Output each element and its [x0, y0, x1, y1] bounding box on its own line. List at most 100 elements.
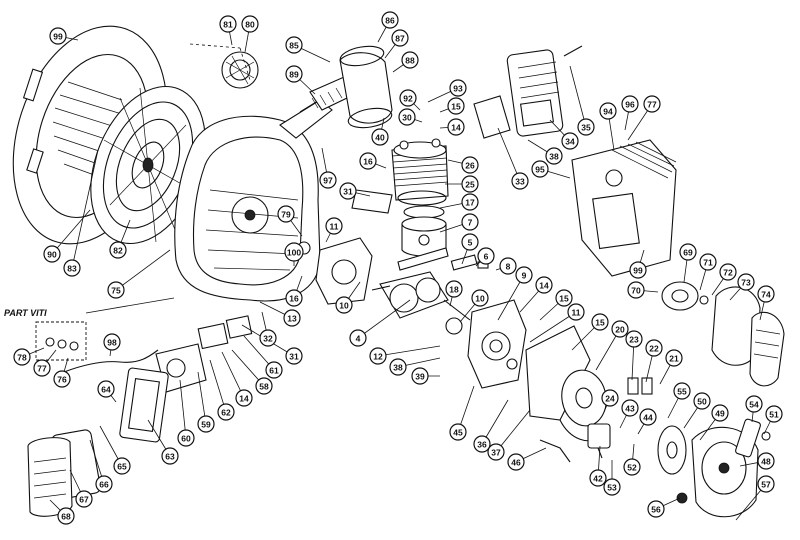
- leader-line: [497, 274, 525, 321]
- leader-line: [497, 127, 521, 182]
- callout-circle: [623, 458, 641, 476]
- callout-circle: [177, 429, 195, 447]
- leader-line: [529, 311, 577, 343]
- part-callout-98: 98: [103, 333, 121, 351]
- callout-circle: [599, 102, 617, 120]
- callout-circle: [591, 313, 609, 331]
- callout-number: 56: [651, 505, 661, 515]
- crankcase-right-part: [467, 299, 527, 389]
- ignition-coil-part: [587, 423, 611, 459]
- screw-kit-group: PART VITI: [4, 297, 175, 361]
- callout-circle: [499, 257, 517, 275]
- callout-number: 4: [356, 334, 361, 344]
- callout-number: 65: [117, 462, 127, 472]
- callout-circle: [285, 36, 303, 54]
- starter-cover-part: [711, 286, 785, 387]
- callout-circle: [13, 348, 31, 366]
- part-callout-13: 13: [283, 309, 301, 327]
- callout-number: 31: [343, 187, 353, 197]
- callout-number: 67: [79, 495, 89, 505]
- callout-circle: [399, 89, 417, 107]
- callout-circle: [235, 389, 253, 407]
- muffler-part: [506, 49, 564, 137]
- leader-line: [115, 249, 171, 291]
- part-callout-51: 51: [765, 405, 783, 423]
- part-callout-34: 34: [561, 132, 579, 150]
- air-filter-cover-part: [27, 437, 73, 517]
- callout-circle: [679, 243, 697, 261]
- callout-circle: [611, 320, 629, 338]
- callout-circle: [461, 175, 479, 193]
- callout-circle: [673, 382, 691, 400]
- callout-number: 15: [451, 102, 461, 112]
- leader-line: [197, 371, 207, 425]
- part-callout-48: 48: [757, 452, 775, 470]
- callout-number: 11: [572, 308, 581, 318]
- part-callout-30: 30: [398, 108, 416, 126]
- callout-circle: [241, 15, 259, 33]
- part-callout-88: 88: [401, 51, 419, 69]
- engine-shroud-part: [571, 139, 677, 277]
- callout-circle: [639, 408, 657, 426]
- callout-number: 81: [223, 20, 233, 30]
- callout-number: 44: [643, 413, 653, 423]
- part-callout-10: 10: [471, 289, 489, 307]
- callout-number: 64: [101, 385, 111, 395]
- kit-label: PART VITI: [4, 308, 47, 318]
- callout-number: 18: [449, 285, 459, 295]
- part-callout-76: 76: [53, 370, 71, 388]
- part-callout-23: 23: [625, 330, 643, 348]
- part-callout-18: 18: [445, 280, 463, 298]
- callout-number: 24: [605, 394, 615, 404]
- callout-number: 99: [53, 32, 63, 42]
- fuel-line-part: [63, 349, 159, 373]
- part-callout-14: 14: [447, 118, 465, 136]
- callout-number: 32: [263, 334, 273, 344]
- callout-number: 40: [375, 133, 385, 143]
- part-callout-21: 21: [665, 349, 683, 367]
- callout-circle: [665, 349, 683, 367]
- callout-circle: [255, 377, 273, 395]
- part-callout-89: 89: [285, 65, 303, 83]
- callout-circle: [371, 128, 389, 146]
- callout-number: 15: [559, 294, 569, 304]
- callout-number: 60: [181, 434, 191, 444]
- impeller-part: [221, 51, 259, 89]
- callout-circle: [107, 281, 125, 299]
- part-callout-52: 52: [623, 458, 641, 476]
- part-callout-50: 50: [693, 392, 711, 410]
- callout-circle: [765, 405, 783, 423]
- callout-number: 70: [631, 286, 641, 296]
- callout-circle: [219, 15, 237, 33]
- callout-number: 72: [723, 268, 733, 278]
- part-callout-17: 17: [461, 193, 479, 211]
- callout-circle: [103, 333, 121, 351]
- callout-number: 74: [761, 290, 771, 300]
- callout-number: 96: [625, 100, 635, 110]
- callout-circle: [325, 217, 343, 235]
- callout-circle: [621, 95, 639, 113]
- part-callout-63: 63: [161, 447, 179, 465]
- callout-number: 59: [201, 420, 211, 430]
- part-callout-6: 6: [477, 247, 495, 265]
- part-callout-85: 85: [285, 36, 303, 54]
- part-callout-87: 87: [391, 29, 409, 47]
- callout-circle: [621, 399, 639, 417]
- callout-circle: [53, 370, 71, 388]
- intake-gasket-part: [351, 189, 393, 214]
- part-callout-77: 77: [33, 359, 51, 377]
- callout-number: 77: [37, 364, 47, 374]
- part-callout-12: 12: [369, 347, 387, 365]
- callout-number: 14: [539, 281, 549, 291]
- callout-number: 42: [593, 474, 603, 484]
- callout-circle: [265, 361, 283, 379]
- leader-line: [495, 409, 531, 453]
- callout-circle: [629, 261, 647, 279]
- callout-circle: [259, 329, 277, 347]
- callout-circle: [339, 182, 357, 200]
- callout-circle: [109, 241, 127, 259]
- callout-circle: [411, 367, 429, 385]
- callout-circle: [555, 289, 573, 307]
- callout-number: 93: [453, 84, 463, 94]
- callout-number: 94: [603, 107, 613, 117]
